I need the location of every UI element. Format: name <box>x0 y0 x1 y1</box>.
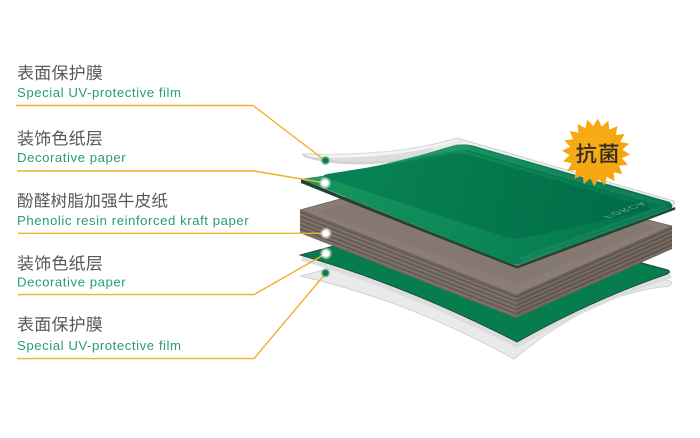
svg-text:Special UV-protective film: Special UV-protective film <box>17 85 182 100</box>
svg-text:Decorative paper: Decorative paper <box>17 150 126 165</box>
svg-text:Decorative paper: Decorative paper <box>17 275 126 290</box>
svg-text:Special UV-protective film: Special UV-protective film <box>17 338 182 353</box>
svg-text:Phenolic resin reinforced kraf: Phenolic resin reinforced kraft paper <box>17 213 249 228</box>
